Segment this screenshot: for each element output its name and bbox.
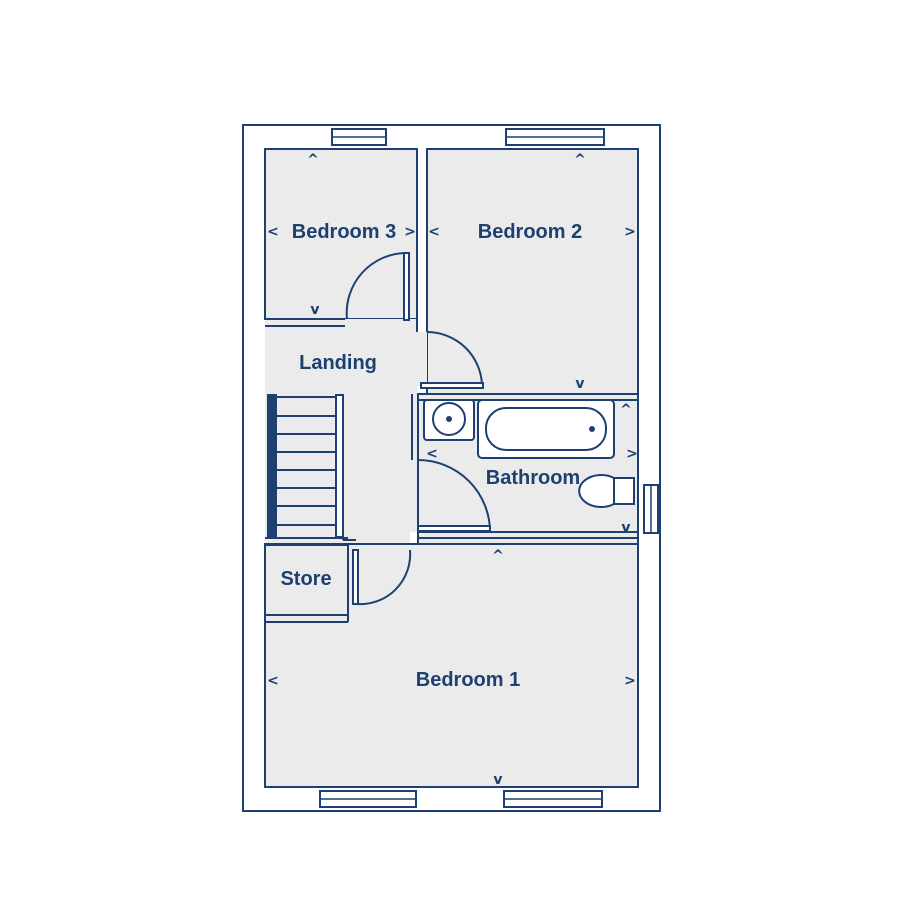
arrow-right-icon: > (626, 446, 638, 462)
door-bedroom2 (426, 331, 484, 387)
arrow-down-icon: v (493, 772, 502, 788)
arrow-left-icon: < (267, 224, 279, 240)
room-label-store: Store (280, 568, 331, 590)
toilet-icon (578, 474, 635, 508)
bath-icon (485, 407, 607, 451)
arrow-up-icon: ^ (307, 152, 319, 168)
arrow-up-icon: ^ (574, 152, 586, 168)
bedroom2-floor (426, 148, 639, 395)
floor-areas (264, 148, 639, 788)
door-store (355, 549, 412, 606)
room-label-bedroom3: Bedroom 3 (292, 221, 396, 243)
bedroom1-floor (264, 543, 639, 788)
arrow-left-icon: < (426, 446, 438, 462)
arrow-down-icon: v (621, 520, 630, 536)
arrow-down-icon: v (575, 376, 584, 392)
arrow-right-icon: > (624, 673, 636, 689)
landing-floor (265, 319, 427, 604)
bathroom-fixtures (423, 399, 635, 508)
room-label-bedroom1: Bedroom 1 (416, 669, 520, 691)
arrow-up-icon: ^ (492, 548, 504, 564)
arrow-left-icon: < (428, 224, 440, 240)
room-label-bathroom: Bathroom (486, 467, 580, 489)
arrow-up-icon: ^ (620, 402, 632, 418)
dimension-arrows: ^ v < > ^ v < > ^ v < > ^ v < > (267, 152, 638, 788)
room-label-bedroom2: Bedroom 2 (478, 221, 582, 243)
arrow-right-icon: > (624, 224, 636, 240)
arrow-down-icon: v (310, 302, 319, 318)
room-label-landing: Landing (299, 352, 377, 374)
arrow-right-icon: > (404, 224, 416, 240)
room-labels: Bedroom 3 Bedroom 2 Landing Bathroom Sto… (280, 221, 582, 691)
doors (345, 251, 492, 606)
bedroom3-floor (264, 148, 418, 320)
stairs (267, 394, 356, 541)
door-bathroom (417, 459, 492, 533)
arrow-left-icon: < (267, 673, 279, 689)
